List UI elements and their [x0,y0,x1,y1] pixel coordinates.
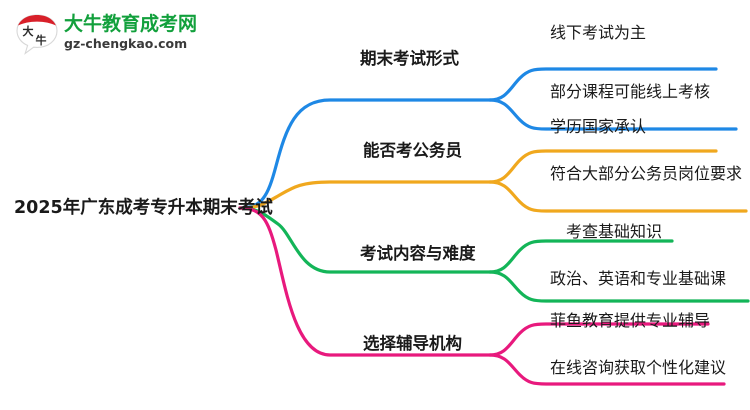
site-logo[interactable]: 大 牛 大牛教育成考网 gz-chengkao.com [14,10,197,58]
logo-domain: gz-chengkao.com [64,36,188,51]
svg-text:牛: 牛 [36,33,47,47]
leaf-label-2-1[interactable]: 学历国家承认 [550,117,647,136]
branch-trunk-4 [238,206,492,357]
branch-split-1-child-2 [488,98,738,131]
leaf-label-2-2[interactable]: 符合大部分公务员岗位要求 [550,164,743,183]
leaf-label-4-2[interactable]: 在线咨询获取个性化建议 [550,358,727,377]
leaf-label-3-1[interactable]: 考查基础知识 [566,222,663,241]
leaf-label-1-2[interactable]: 部分课程可能线上考核 [550,82,711,101]
branch-split-2-child-1 [488,149,718,184]
branch-split-3-child-2 [488,270,750,303]
branch-split-1-child-1 [488,67,718,102]
leaf-label-1-1[interactable]: 线下考试为主 [550,23,647,42]
logo-title: 大牛教育成考网 [64,13,198,35]
leaf-label-3-2[interactable]: 政治、英语和专业基础课 [550,269,727,288]
mindmap-center-title: 2025年广东成考专升本期末考试 [14,198,273,218]
branch-label-2[interactable]: 能否考公务员 [363,141,462,160]
logo-text-block: 大牛教育成考网 gz-chengkao.com [64,13,197,52]
branch-label-3[interactable]: 考试内容与难度 [360,244,476,263]
svg-text:大: 大 [23,24,34,38]
branch-split-4-child-1 [488,322,710,357]
branch-label-1[interactable]: 期末考试形式 [360,49,459,68]
leaf-label-4-1[interactable]: 菲鱼教育提供专业辅导 [550,311,711,330]
branch-split-4-child-2 [488,353,726,386]
branch-label-4[interactable]: 选择辅导机构 [363,334,462,353]
branch-split-2-child-2 [488,180,748,213]
branch-split-3-child-1 [488,239,674,274]
branch-trunk-1 [238,98,492,210]
speech-bubble-logo-icon: 大 牛 [16,14,58,55]
branch-trunk-2 [238,180,492,210]
